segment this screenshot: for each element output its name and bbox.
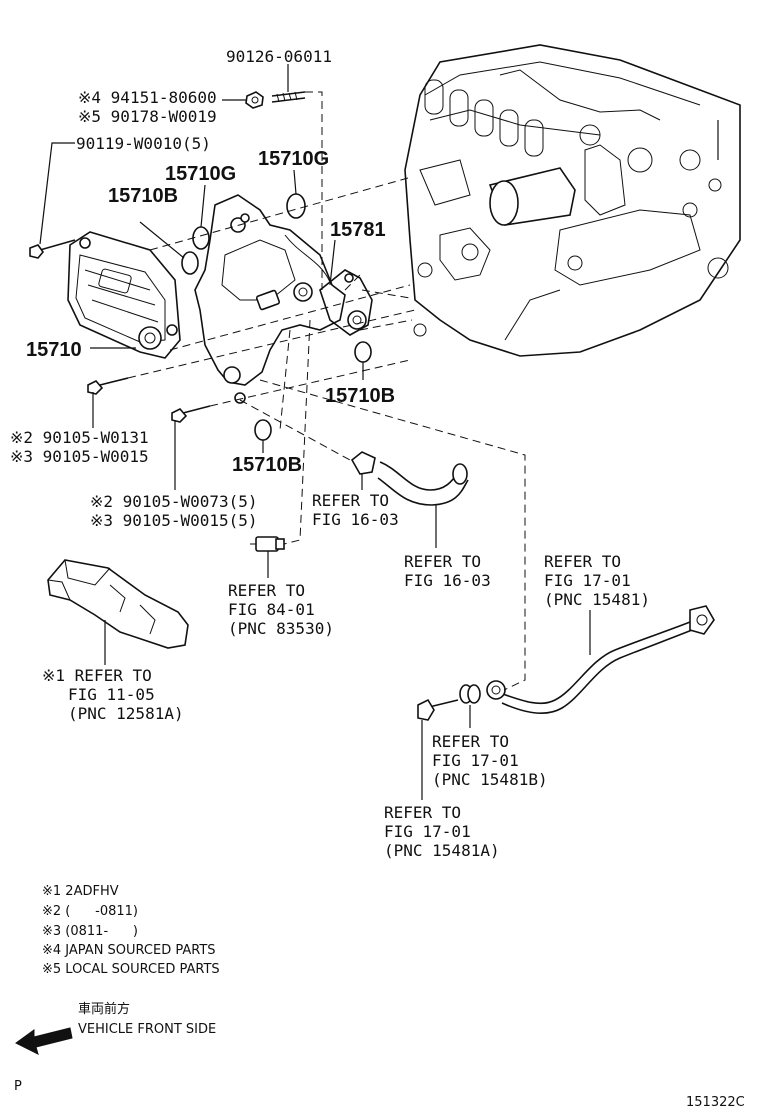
ref-fig17-01a-line2: FIG 17-01: [384, 822, 471, 841]
part-label-15710g-b: 15710G: [258, 148, 329, 170]
engine-block-illustration: [404, 44, 741, 357]
ref-fig11-05-line1: ※1 REFER TO: [42, 666, 152, 685]
note-2: ※2 ( -0811): [42, 904, 138, 919]
pipe-15481: [417, 605, 715, 721]
water-hose: [350, 451, 469, 506]
ref-fig17-01-line1: REFER TO: [544, 552, 621, 571]
direction-label-jp: 車両前方: [78, 1001, 130, 1017]
reference-lines: [127, 91, 526, 691]
ref-fig16-03-b-line1: REFER TO: [404, 552, 481, 571]
ref-fig17-01-line3: (PNC 15481): [544, 590, 650, 609]
ref-fig16-03-b-line2: FIG 16-03: [404, 571, 491, 590]
footnotes: ※1 2ADFHV ※2 ( -0811) ※3 (0811- ) ※4 JAP…: [42, 884, 220, 977]
note-5: ※5 LOCAL SOURCED PARTS: [42, 962, 220, 977]
ref-fig17-01b-line3: (PNC 15481B): [432, 770, 548, 789]
part-number-94151: ※4 94151-80600: [78, 88, 217, 107]
arrow-left-icon: [15, 1027, 73, 1055]
part-label-15710b-a: 15710B: [108, 185, 178, 207]
ref-fig17-01a-line1: REFER TO: [384, 803, 461, 822]
part-number-90119: 90119-W0010(5): [76, 134, 211, 153]
part-label-15710b-c: 15710B: [232, 454, 302, 476]
part-number-90126: 90126-06011: [226, 47, 332, 66]
part-number-90105-w0015-b: ※3 90105-W0015(5): [90, 511, 258, 530]
figure-code: 151322C: [686, 1095, 745, 1110]
ref-fig16-03-a-line2: FIG 16-03: [312, 510, 399, 529]
ref-fig16-03-a-line1: REFER TO: [312, 491, 389, 510]
fasteners: [29, 91, 306, 423]
ref-fig84-01-line3: (PNC 83530): [228, 619, 334, 638]
note-1: ※1 2ADFHV: [42, 884, 119, 899]
vehicle-front-indicator: 車両前方 VEHICLE FRONT SIDE: [15, 1001, 216, 1055]
ref-fig11-05-line3: (PNC 12581A): [68, 704, 184, 723]
sensor-83530: [250, 536, 285, 552]
ref-fig84-01-line1: REFER TO: [228, 581, 305, 600]
oil-cooler-15710: [67, 231, 181, 359]
note-3: ※3 (0811- ): [42, 924, 138, 939]
part-number-90178: ※5 90178-W0019: [78, 107, 217, 126]
oil-cooler-housing: [194, 194, 373, 404]
reference-labels: REFER TO FIG 16-03 REFER TO FIG 16-03 RE…: [42, 491, 650, 860]
ref-fig17-01a-line3: (PNC 15481A): [384, 841, 500, 860]
part-number-labels: 90126-06011 ※4 94151-80600 ※5 90178-W001…: [10, 47, 395, 530]
corner-marker: P: [14, 1079, 22, 1094]
note-4: ※4 JAPAN SOURCED PARTS: [42, 943, 216, 958]
direction-label-en: VEHICLE FRONT SIDE: [78, 1022, 216, 1037]
part-number-90105-w0015-a: ※3 90105-W0015: [10, 447, 149, 466]
part-label-15710g-a: 15710G: [165, 163, 236, 185]
leader-lines: [39, 64, 591, 800]
part-label-15781: 15781: [330, 219, 386, 241]
part-label-15710: 15710: [26, 339, 82, 361]
part-label-15710b-b: 15710B: [325, 385, 395, 407]
bracket-12581a: [47, 559, 189, 649]
ref-fig17-01b-line2: FIG 17-01: [432, 751, 519, 770]
ref-fig17-01-line2: FIG 17-01: [544, 571, 631, 590]
part-number-90105-w0131: ※2 90105-W0131: [10, 428, 149, 447]
ref-fig11-05-line2: FIG 11-05: [68, 685, 155, 704]
ref-fig17-01b-line1: REFER TO: [432, 732, 509, 751]
part-number-90105-w0073: ※2 90105-W0073(5): [90, 492, 258, 511]
ref-fig84-01-line2: FIG 84-01: [228, 600, 315, 619]
